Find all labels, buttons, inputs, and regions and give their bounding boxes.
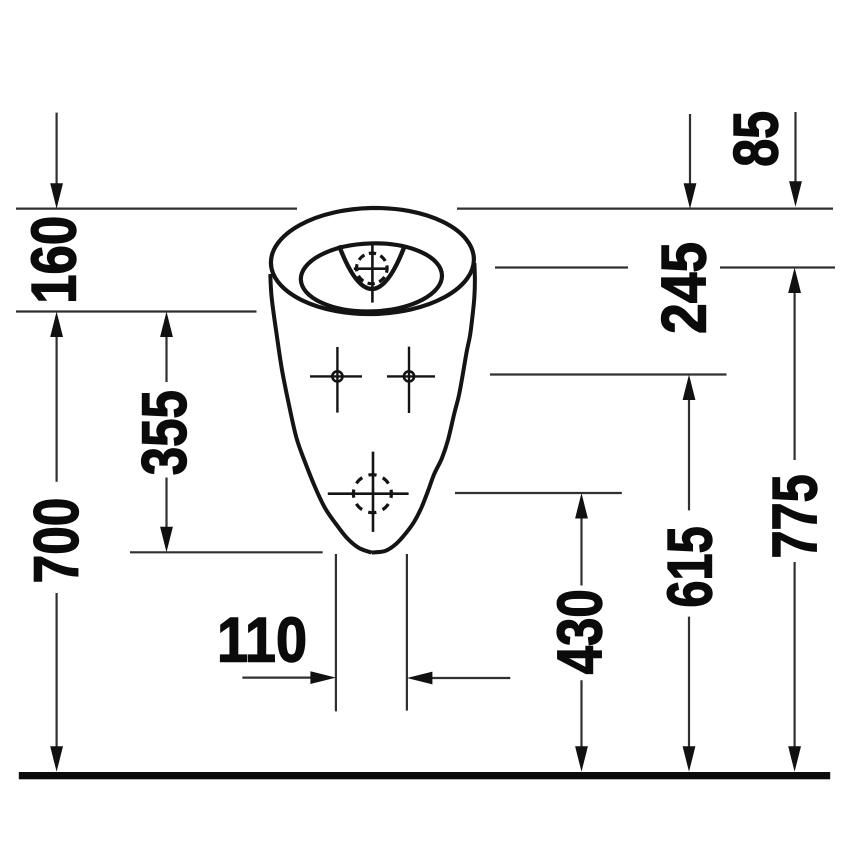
svg-text:700: 700 <box>22 498 92 584</box>
svg-text:355: 355 <box>130 390 200 475</box>
svg-text:615: 615 <box>654 526 724 607</box>
svg-text:430: 430 <box>545 589 615 674</box>
svg-text:110: 110 <box>217 605 307 676</box>
svg-text:85: 85 <box>721 111 792 167</box>
svg-text:160: 160 <box>19 216 90 304</box>
svg-text:775: 775 <box>760 474 831 558</box>
svg-text:245: 245 <box>648 242 719 334</box>
